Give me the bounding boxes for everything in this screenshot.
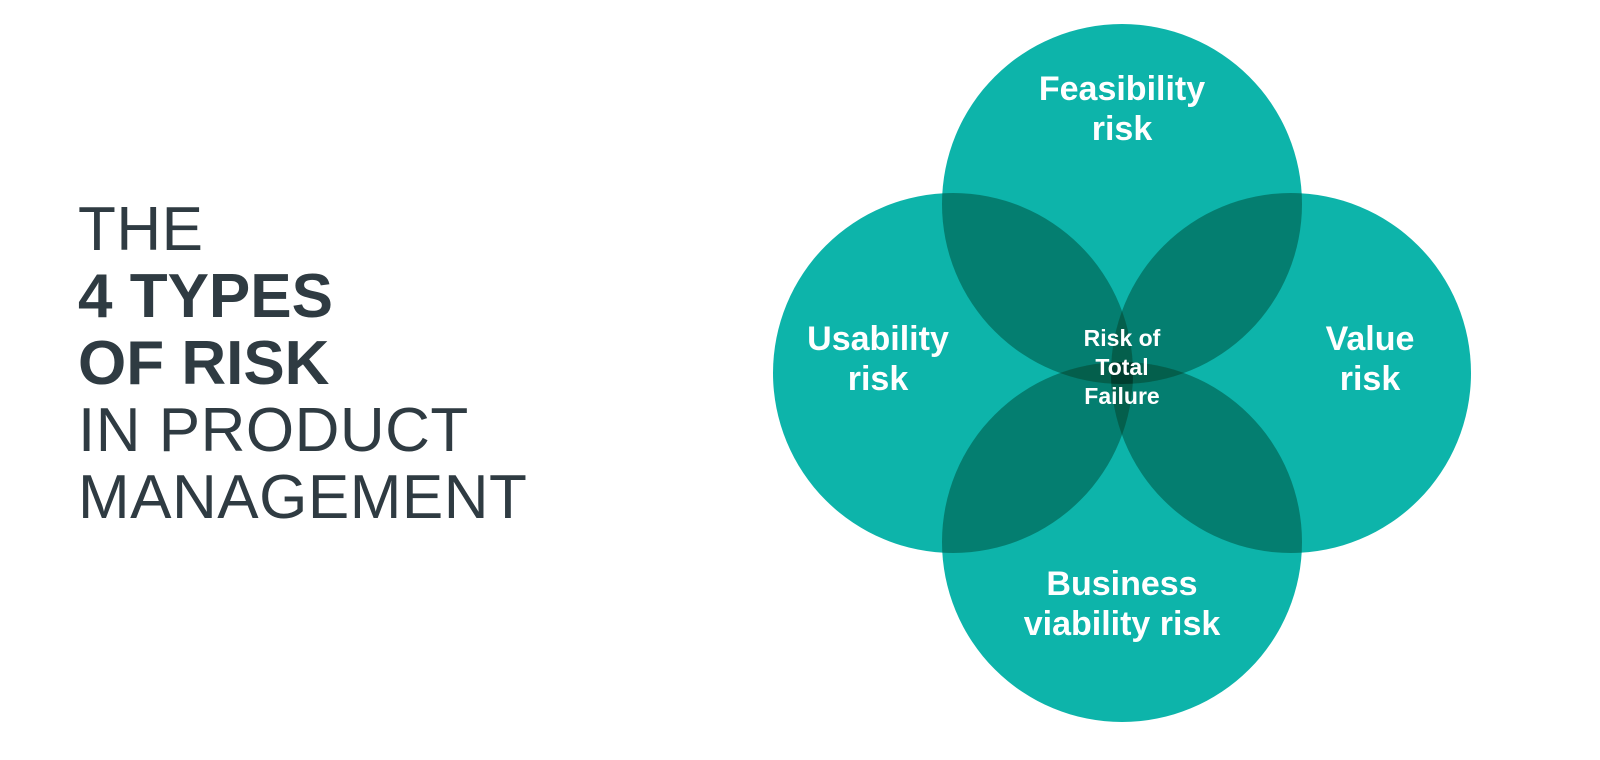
label-usability-line1: Usability bbox=[807, 320, 949, 358]
headline-line-5: MANAGEMENT bbox=[78, 463, 528, 532]
venn-diagram-svg: Feasibility risk Usability risk Value ri… bbox=[773, 24, 1471, 722]
label-center-line1: Risk of bbox=[1084, 325, 1161, 351]
label-feasibility-line2: risk bbox=[1092, 110, 1153, 148]
label-feasibility-line1: Feasibility bbox=[1039, 70, 1205, 108]
label-usability-line2: risk bbox=[848, 360, 909, 398]
label-business-line1: Business bbox=[1046, 565, 1197, 603]
label-value-line2: risk bbox=[1340, 360, 1401, 398]
label-business-line2: viability risk bbox=[1024, 605, 1221, 643]
label-value-line1: Value bbox=[1326, 320, 1415, 358]
label-center-line3: Failure bbox=[1084, 383, 1159, 409]
page-title: THE 4 TYPES OF RISK IN PRODUCT MANAGEMEN… bbox=[78, 196, 698, 531]
headline-line-1: THE bbox=[78, 195, 204, 264]
venn-diagram: Feasibility risk Usability risk Value ri… bbox=[760, 0, 1520, 760]
venn-labels: Feasibility risk Usability risk Value ri… bbox=[807, 70, 1414, 643]
headline-line-2: 4 TYPES bbox=[78, 262, 333, 331]
headline-line-4: IN PRODUCT bbox=[78, 396, 469, 465]
headline-line-3: OF RISK bbox=[78, 329, 330, 398]
label-center-line2: Total bbox=[1095, 354, 1148, 380]
